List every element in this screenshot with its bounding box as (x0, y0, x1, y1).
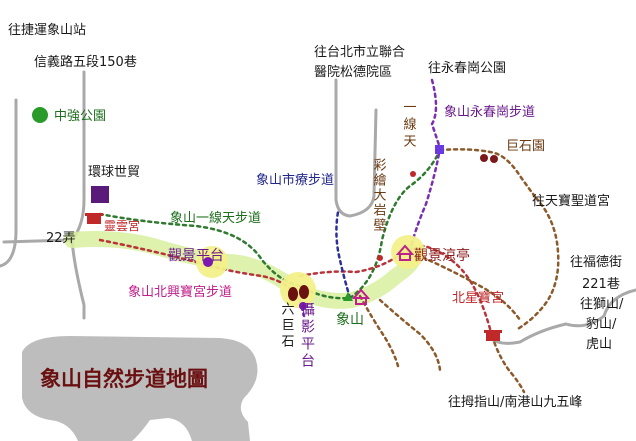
label-fude-2: 221巷 (582, 277, 620, 292)
brown-to-muzhi (490, 334, 526, 394)
label-xiangshan-peak: 象山 (336, 312, 364, 328)
label-yongchun-park: 往永春崗公園 (428, 61, 506, 76)
temple-icon-lingyun (85, 213, 103, 224)
temple-icon-beixing (484, 330, 502, 341)
map-title: 象山自然步道地圖 (40, 367, 208, 391)
label-tiger-mtn: 虎山 (586, 337, 612, 352)
label-tianbao-temple: 往天寶聖道宮 (532, 193, 610, 209)
brown-trails (358, 148, 560, 394)
peak-triangle-icon (343, 292, 353, 301)
label-lane22: 22弄 (46, 231, 76, 246)
label-hospital-2: 醫院松德院區 (314, 65, 392, 80)
label-leopard-mtn: 豹山/ (586, 317, 617, 332)
label-xinyi-lane: 信義路五段150巷 (34, 54, 137, 70)
six-rocks-dot-b (299, 285, 309, 299)
brown-photo-down (358, 294, 400, 368)
yongchun-square (435, 145, 444, 154)
label-shimin-trail: 象山市療步道 (256, 172, 334, 188)
road-lane22-branch (2, 238, 72, 244)
label-beixing-trail: 象山北興寶宮步道 (128, 284, 232, 300)
world-trade-square (91, 186, 109, 203)
road-fude (488, 288, 636, 345)
label-hospital-1: 往台北市立聯合 (314, 44, 405, 60)
label-zhongqiang-park: 中強公園 (54, 109, 106, 124)
six-rocks-dot-a (288, 287, 298, 301)
label-beixing-temple: 北星寶宮 (452, 290, 504, 306)
label-muzhi-mtn: 往拇指山/南港山九五峰 (448, 394, 582, 410)
pavilion-icon-main (395, 244, 415, 261)
label-guanjing-pavilion: 觀景涼亭 (414, 247, 470, 264)
label-six-rocks: 六巨石 (279, 302, 295, 350)
yongchun-trail-line (408, 78, 442, 254)
guanjing-platform-dot (203, 257, 213, 267)
label-yixiantian-vertical: 一線天 (401, 100, 417, 151)
juishi-rock-a (480, 154, 488, 162)
label-fude-1: 往福德街 (570, 255, 622, 270)
label-guanjing-platform: 觀景平台 (168, 248, 224, 264)
road-network (0, 70, 636, 345)
shimin-trail-line (335, 210, 352, 300)
brown-to-juishi (438, 148, 538, 200)
label-caihui-rock: 彩繪大岩壁 (371, 158, 387, 233)
label-lingyun-temple: 靈雲宮 (104, 218, 140, 233)
label-juishi-garden: 巨石園 (506, 139, 545, 154)
yixiantian-dot (410, 171, 416, 177)
label-yongchun-trail: 象山永春崗步道 (444, 105, 535, 120)
zhongqiang-park-dot (32, 107, 48, 123)
caihui-rock-dot (377, 255, 383, 261)
brown-pavilion-east (408, 250, 522, 322)
yixiantian-upper-line (348, 148, 442, 300)
label-photo-platform: 攝影平台 (299, 302, 315, 370)
brown-to-tianbao (514, 196, 560, 332)
node-photo-platform (280, 272, 316, 308)
juishi-rock-b (490, 155, 498, 163)
label-yixiantian-trail: 象山一線天步道 (170, 210, 261, 226)
pavilion-icon-peak (351, 288, 371, 305)
label-world-trade: 環球世貿 (88, 165, 140, 180)
brown-south-west (378, 298, 442, 372)
label-lion-mtn: 往獅山/ (580, 297, 624, 312)
title-backdrop (22, 336, 258, 441)
road-hospital (334, 78, 378, 218)
road-left-west (0, 98, 18, 268)
label-mrt: 往捷運象山站 (8, 23, 86, 38)
photo-platform-dot (299, 302, 307, 310)
